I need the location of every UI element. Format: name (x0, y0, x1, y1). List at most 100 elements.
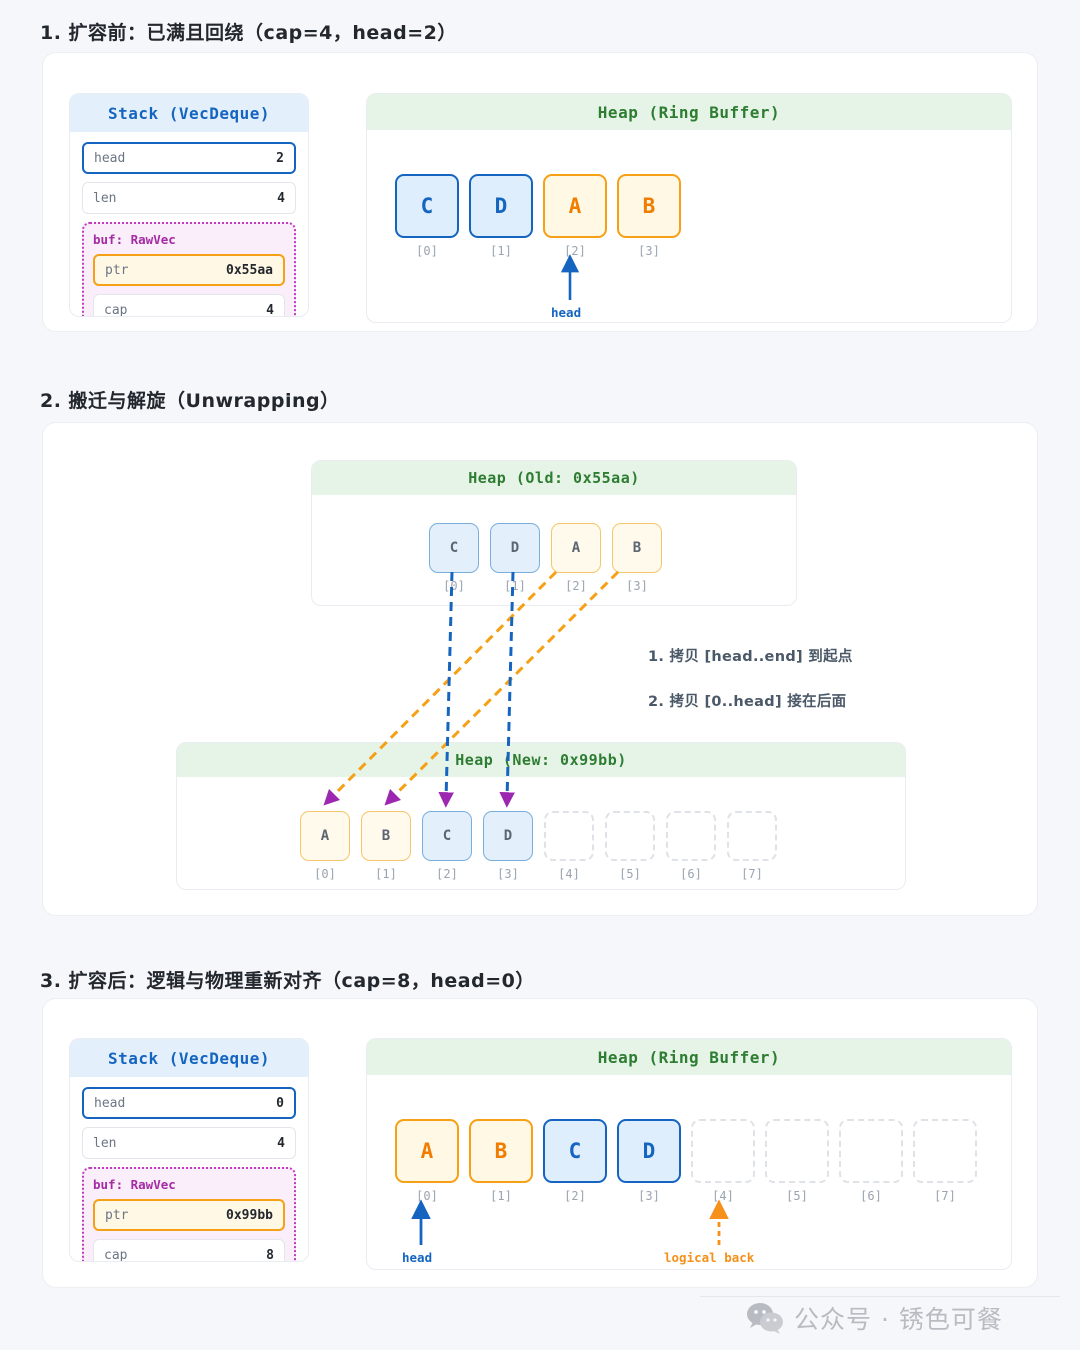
heap-cell-label-2: C (442, 828, 452, 844)
stack-panel-header: Stack (VecDeque) (70, 94, 308, 132)
section-1-head-marker-label: head (551, 305, 582, 320)
stack-field-head-label: head (94, 150, 126, 166)
stack-field-cap-label: cap (104, 302, 128, 317)
heap-cell-index-2: [2] (564, 1189, 586, 1203)
step-1: 1. 拷贝 [head..end] 到起点 (648, 649, 853, 665)
section-3-heap-panel: Heap (Ring Buffer) A[0]B[1]C[2]D[3][4][5… (366, 1038, 1012, 1270)
heap-cell-4 (544, 811, 594, 861)
stack-field-len-label-2: len (93, 1135, 117, 1151)
heap-cell-index-1: [1] (375, 867, 397, 881)
stack-field-cap-value-2: 8 (266, 1247, 274, 1262)
stack-field-ptr-label: ptr (105, 262, 129, 278)
heap-cell-2: C (422, 811, 472, 861)
heap-cell-label-3: D (642, 1139, 656, 1163)
section-1-heap-panel: Heap (Ring Buffer) C [0] D [1] A [2] B [3] (366, 93, 1012, 323)
heap-cell-7 (727, 811, 777, 861)
heap-cell-5 (765, 1119, 829, 1183)
stack-field-cap: cap 4 (93, 294, 285, 317)
section-3-cells: A[0]B[1]C[2]D[3][4][5][6][7] (367, 1039, 1011, 1235)
section-3-title: 3. 扩容后：逻辑与物理重新对齐（cap=8，head=0） (40, 970, 535, 992)
heap-cell-label-0: C (420, 194, 434, 218)
heap-cell-index-2: [2] (436, 867, 458, 881)
section-2-title: 2. 搬迁与解旋（Unwrapping） (40, 390, 340, 412)
stack-field-head-value-2: 0 (276, 1095, 284, 1111)
heap-cell-label-0: A (320, 828, 330, 844)
stack-field-len-2: len 4 (82, 1127, 296, 1159)
heap-cell-index-3: [3] (497, 867, 519, 881)
heap-cell-2: C (543, 1119, 607, 1183)
section-3-head-marker-label: head (402, 1250, 433, 1265)
heap-cell-index-0: [0] (416, 244, 438, 258)
stack-field-ptr-value: 0x55aa (226, 262, 273, 278)
section-2-steps: 1. 拷贝 [head..end] 到起点 2. 拷贝 [0..head] 接在… (648, 645, 853, 735)
stack-field-ptr-value-2: 0x99bb (226, 1207, 273, 1223)
wechat-icon (747, 1303, 783, 1334)
heap-cell-3: B (617, 174, 681, 238)
heap-cell-index-4: [4] (712, 1189, 734, 1203)
heap-cell-2: A (543, 174, 607, 238)
heap-cell-0: C (395, 174, 459, 238)
section-1-stack-panel: Stack (VecDeque) head 2 len 4 buf: RawVe… (69, 93, 309, 317)
stack-panel-header-2: Stack (VecDeque) (70, 1039, 308, 1077)
heap-cell-label-2: A (571, 540, 581, 556)
heap-cell-label-1: B (494, 1139, 508, 1163)
heap-cell-index-6: [6] (860, 1189, 882, 1203)
section-2-new-cells: A[0]B[1]C[2]D[3][4][5][6][7] (177, 743, 905, 889)
heap-cell-index-1: [1] (504, 579, 526, 593)
stack-panel-body: head 2 len 4 buf: RawVec ptr 0x55aa cap … (70, 132, 308, 317)
section-3-stack-panel: Stack (VecDeque) head 0 len 4 buf: RawVe… (69, 1038, 309, 1262)
stack-field-len: len 4 (82, 182, 296, 214)
heap-panel-header: Heap (Ring Buffer) (367, 94, 1011, 130)
heap-cell-index-1: [1] (490, 1189, 512, 1203)
heap-cell-label-2: C (568, 1139, 582, 1163)
stack-field-head-value: 2 (276, 150, 284, 166)
heap-cell-label-0: C (449, 540, 459, 556)
heap-panel-header-2: Heap (Ring Buffer) (367, 1039, 1011, 1075)
heap-cell-label-0: A (420, 1139, 434, 1163)
heap-cell-6 (666, 811, 716, 861)
heap-cell-index-3: [3] (638, 244, 660, 258)
heap-cell-0: A (300, 811, 350, 861)
heap-cell-label-1: D (494, 194, 508, 218)
heap-cell-index-3: [3] (626, 579, 648, 593)
heap-cell-index-6: [6] (680, 867, 702, 881)
stack-field-head: head 2 (82, 142, 296, 174)
stack-field-ptr-2: ptr 0x99bb (93, 1199, 285, 1231)
heap-cell-index-5: [5] (619, 867, 641, 881)
section-2-old-cells: C[0]D[1]A[2]B[3] (312, 461, 796, 593)
rawvec-label: buf: RawVec (93, 232, 176, 247)
step-2: 2. 拷贝 [0..head] 接在后面 (648, 694, 847, 710)
heap-cell-1: D (490, 523, 540, 573)
footer-divider (700, 1296, 1060, 1297)
section-1-title: 1. 扩容前：已满且回绕（cap=4，head=2） (40, 22, 457, 44)
rawvec-label-2: buf: RawVec (93, 1177, 176, 1192)
heap-cell-5 (605, 811, 655, 861)
heap-cell-index-5: [5] (786, 1189, 808, 1203)
heap-cell-index-0: [0] (443, 579, 465, 593)
heap-cell-label-3: B (632, 540, 642, 556)
heap-cell-0: C (429, 523, 479, 573)
heap-cell-1: D (469, 174, 533, 238)
stack-field-ptr: ptr 0x55aa (93, 254, 285, 286)
section-3-back-marker-label: logical back (664, 1250, 755, 1265)
stack-field-cap-label-2: cap (104, 1247, 128, 1262)
heap-cell-label-2: A (568, 194, 582, 218)
stack-field-cap-2: cap 8 (93, 1239, 285, 1262)
heap-cell-0: A (395, 1119, 459, 1183)
heap-cell-1: B (469, 1119, 533, 1183)
stack-field-cap-value: 4 (266, 302, 274, 317)
stack-field-head-2: head 0 (82, 1087, 296, 1119)
heap-cell-index-2: [2] (564, 244, 586, 258)
stack-field-len-value-2: 4 (277, 1135, 285, 1151)
footer-watermark-text: 公众号 · 锈色可餐 (794, 1305, 1003, 1334)
heap-cell-index-7: [7] (934, 1189, 956, 1203)
heap-cell-index-1: [1] (490, 244, 512, 258)
stack-field-len-label: len (93, 190, 117, 206)
heap-cell-label-1: D (510, 540, 520, 556)
section-2-old-heap-panel: Heap (Old: 0x55aa) C[0]D[1]A[2]B[3] (311, 460, 797, 606)
stack-rawvec-group-2: buf: RawVec ptr 0x99bb cap 8 (82, 1167, 296, 1262)
heap-cell-3: D (617, 1119, 681, 1183)
heap-cell-index-3: [3] (638, 1189, 660, 1203)
heap-cell-7 (913, 1119, 977, 1183)
